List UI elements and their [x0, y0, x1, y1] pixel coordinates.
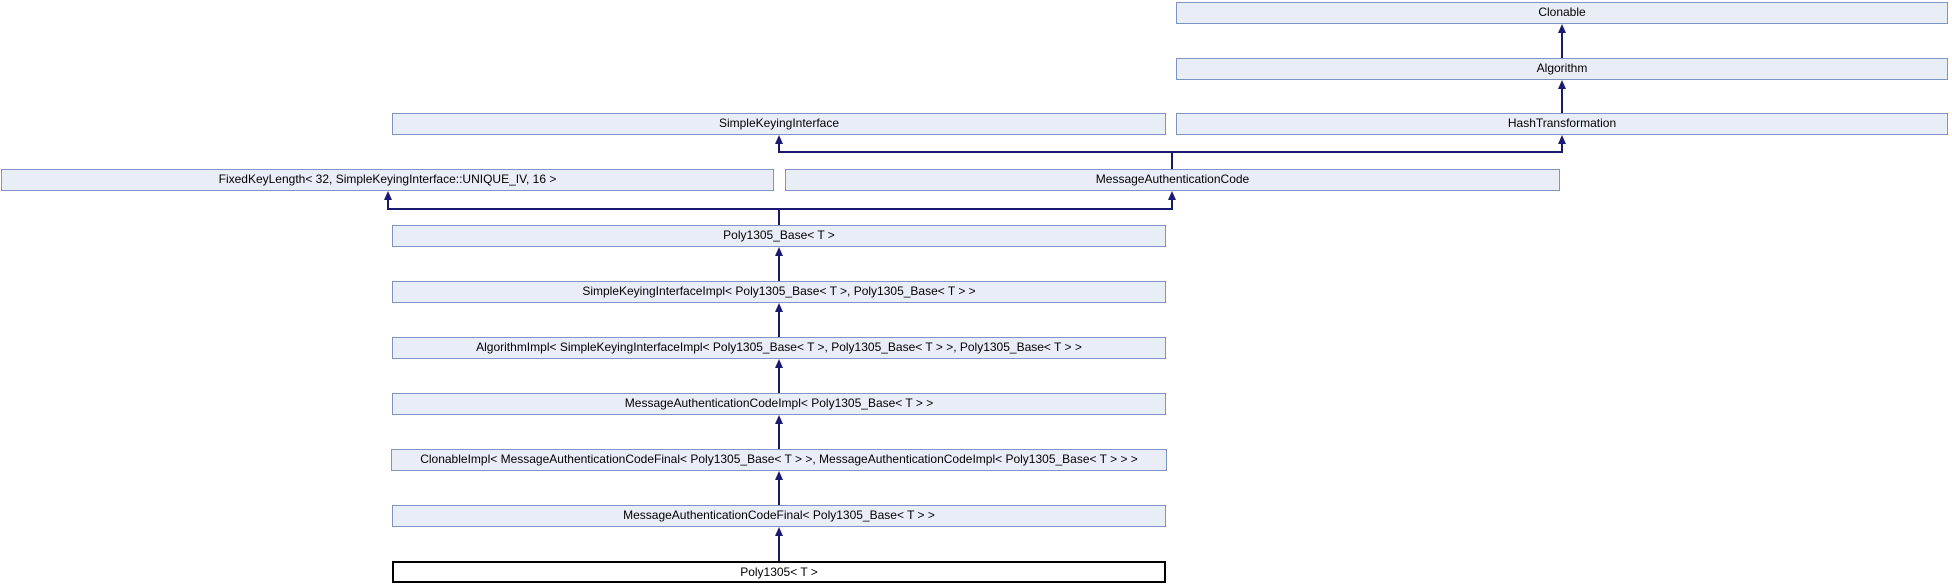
arrow-algorithmimpl-to-skiimpl	[775, 303, 783, 337]
class-node-hash-transformation[interactable]: HashTransformation	[1176, 113, 1948, 135]
class-node-simple-keying-interface[interactable]: SimpleKeyingInterface	[392, 113, 1166, 135]
class-node-simple-keying-interface-impl[interactable]: SimpleKeyingInterfaceImpl< Poly1305_Base…	[392, 281, 1166, 303]
arrow-poly1305base-to-fixedkeylength-and-mac	[384, 191, 1176, 225]
arrow-macfinal-to-clonableimpl	[775, 471, 783, 505]
class-node-fixed-key-length[interactable]: FixedKeyLength< 32, SimpleKeyingInterfac…	[1, 169, 774, 191]
class-node-message-authentication-code[interactable]: MessageAuthenticationCode	[785, 169, 1560, 191]
arrow-mac-to-ski-and-hashtransformation	[775, 135, 1566, 169]
arrow-skiimpl-to-poly1305base	[775, 247, 783, 281]
class-node-algorithm[interactable]: Algorithm	[1176, 58, 1948, 80]
class-node-poly1305-current: Poly1305< T >	[392, 561, 1166, 583]
class-node-clonable-impl[interactable]: ClonableImpl< MessageAuthenticationCodeF…	[391, 449, 1167, 471]
arrow-poly1305-to-macfinal	[775, 527, 783, 561]
class-node-message-authentication-code-impl[interactable]: MessageAuthenticationCodeImpl< Poly1305_…	[392, 393, 1166, 415]
class-node-clonable[interactable]: Clonable	[1176, 2, 1948, 24]
class-node-poly1305-base[interactable]: Poly1305_Base< T >	[392, 225, 1166, 247]
arrow-algorithm-to-clonable	[1558, 24, 1566, 58]
arrow-macimpl-to-algorithmimpl	[775, 359, 783, 393]
arrow-clonableimpl-to-macimpl	[775, 415, 783, 449]
arrow-hashtransformation-to-algorithm	[1558, 80, 1566, 113]
class-node-message-authentication-code-final[interactable]: MessageAuthenticationCodeFinal< Poly1305…	[392, 505, 1166, 527]
class-node-algorithm-impl[interactable]: AlgorithmImpl< SimpleKeyingInterfaceImpl…	[392, 337, 1166, 359]
